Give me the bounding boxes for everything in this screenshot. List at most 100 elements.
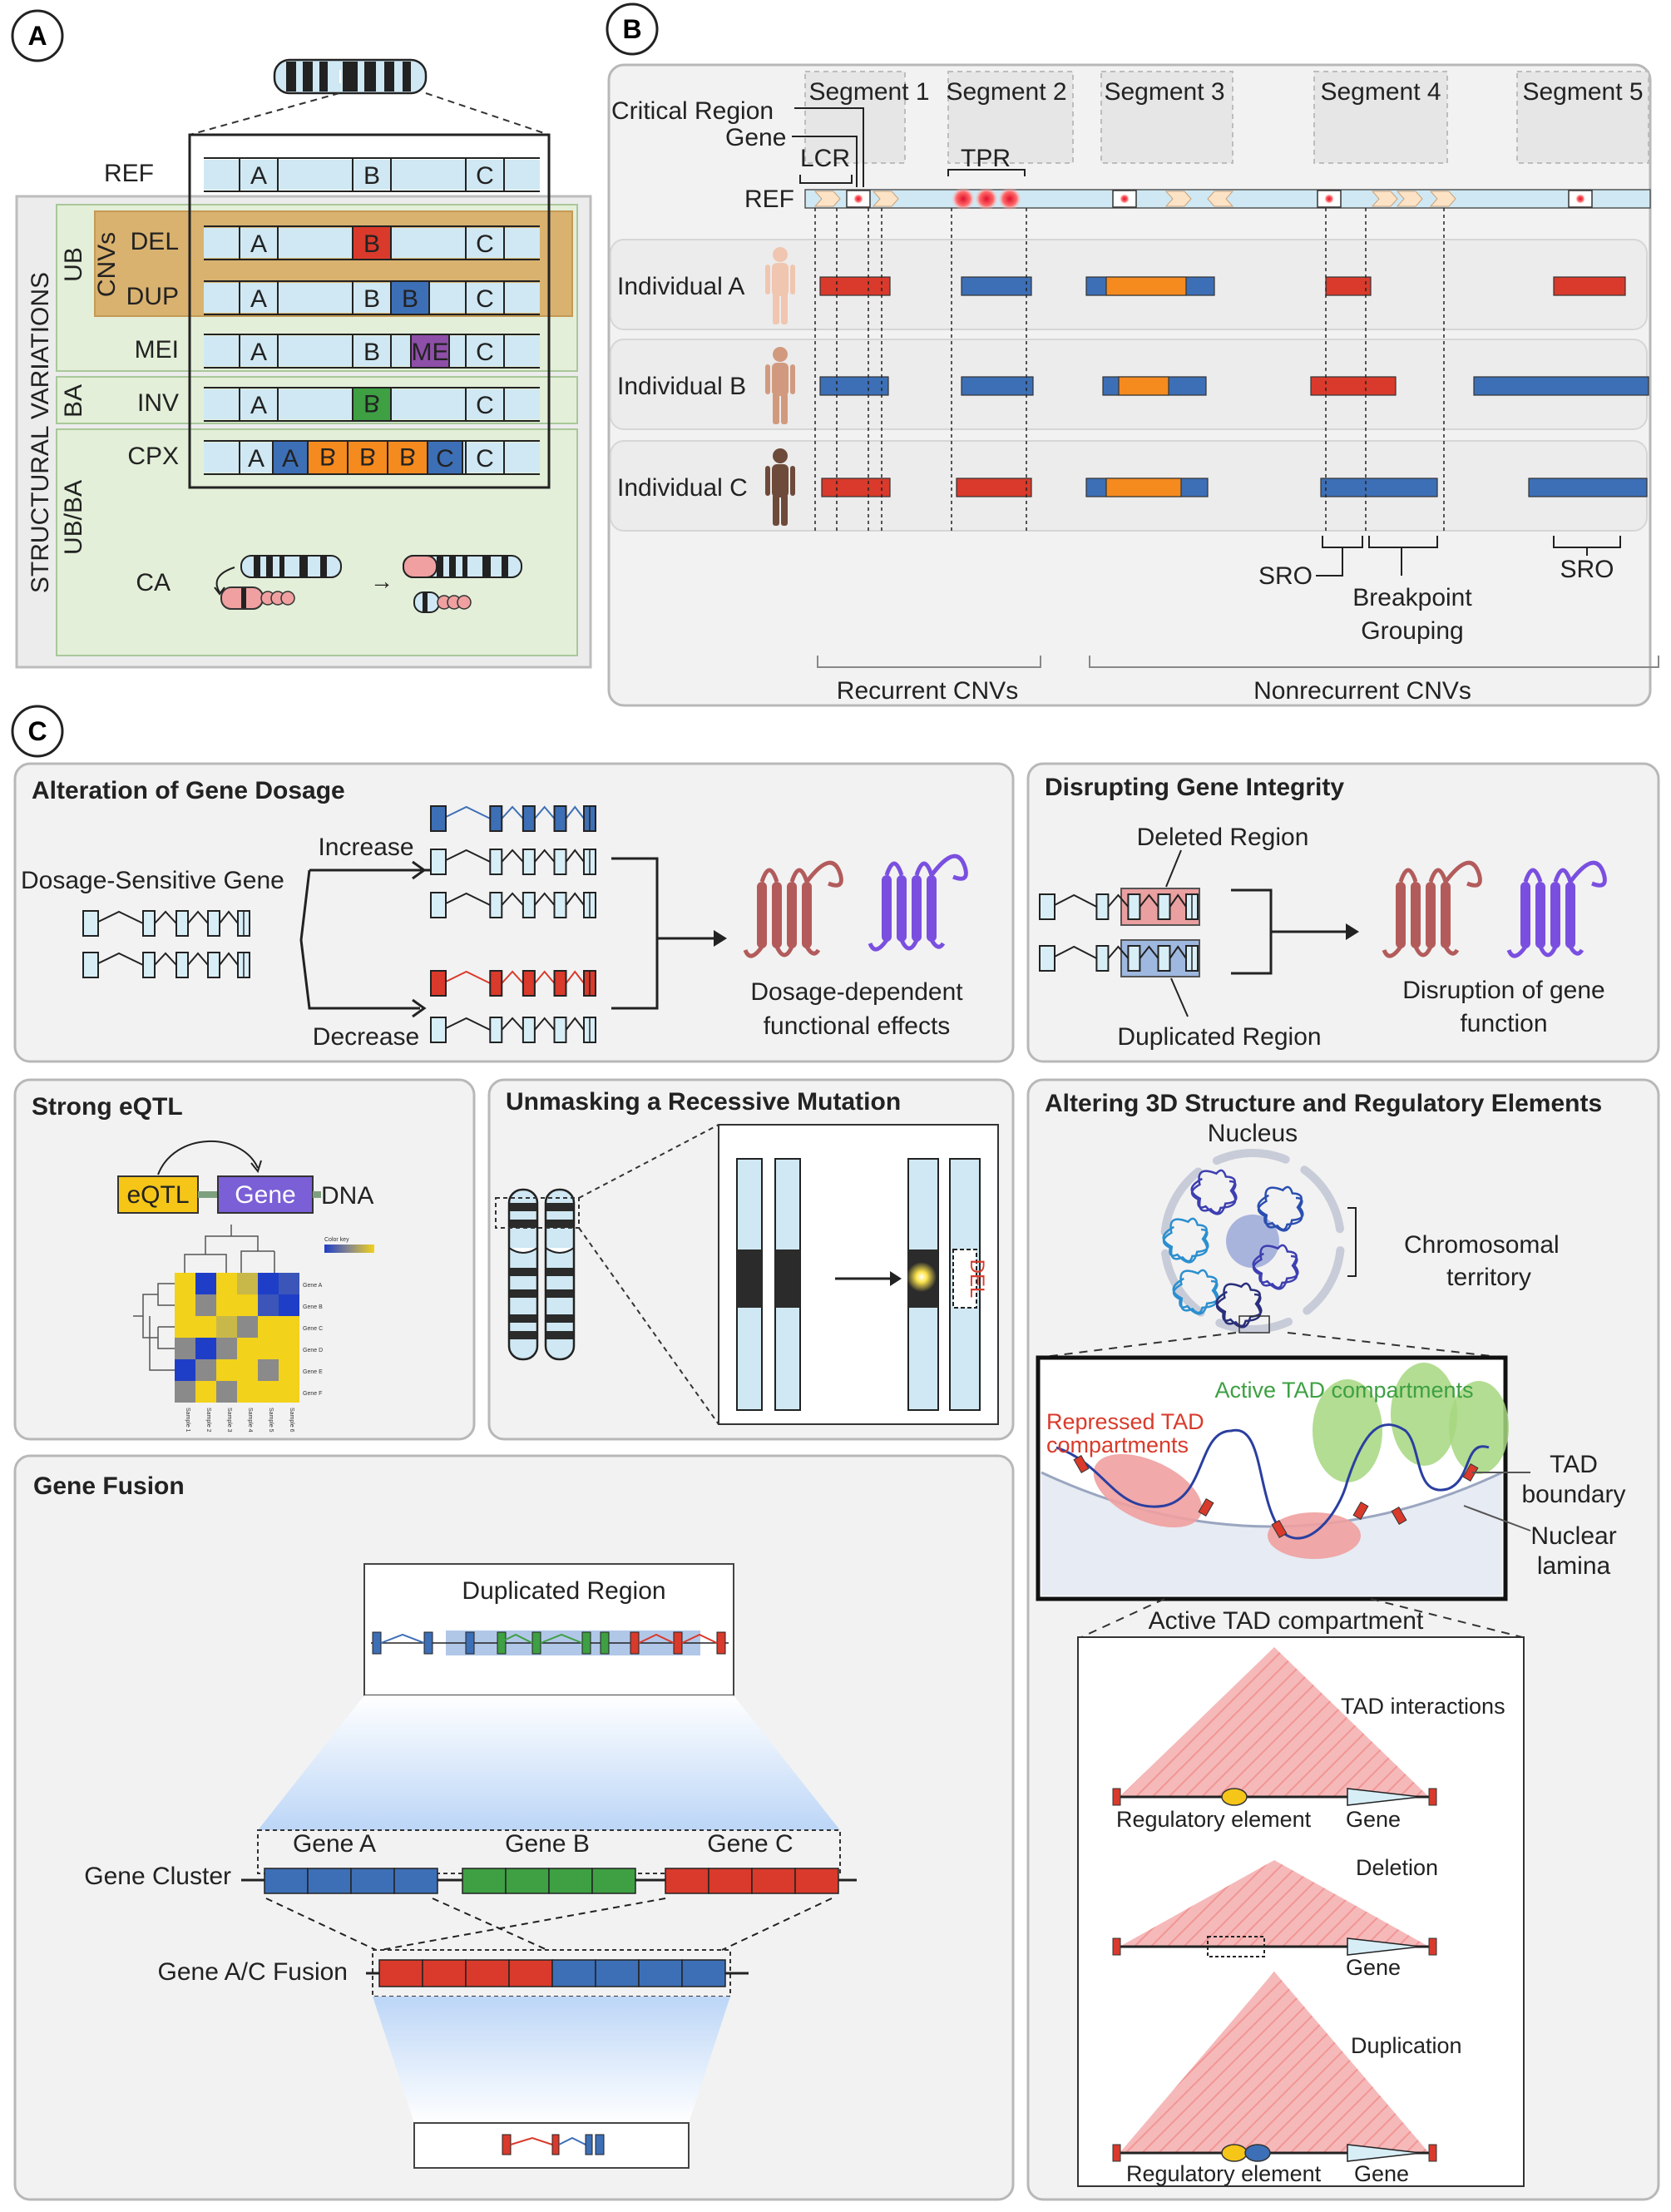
ref-block-b-label: B bbox=[363, 162, 380, 190]
dosage-panel bbox=[13, 762, 1015, 1063]
heatmap-cell bbox=[237, 1359, 258, 1381]
heatmap-cell bbox=[216, 1273, 237, 1294]
dup-block-b2 bbox=[390, 280, 430, 315]
lcr-arrow-4 bbox=[1371, 191, 1398, 207]
heatmap-cell bbox=[175, 1316, 195, 1338]
fusion-top-exon-2 bbox=[465, 1631, 475, 1655]
tad-boundary-marker-1 bbox=[1198, 1498, 1214, 1517]
fusion-label: Gene A/C Fusion bbox=[158, 1958, 348, 1986]
fusion-top-exon-1 bbox=[423, 1631, 433, 1655]
dup-block-b-label: B bbox=[363, 285, 380, 313]
boundary-label-1: TAD bbox=[1550, 1451, 1598, 1478]
heatmap-col-label: Sample 5 bbox=[268, 1408, 274, 1433]
breakpoint-label-2: Grouping bbox=[1361, 617, 1463, 645]
eqtl-title: Strong eQTL bbox=[32, 1093, 183, 1121]
tad-boundary-marker-2 bbox=[1271, 1520, 1288, 1538]
heatmap-col-label: Sample 1 bbox=[185, 1408, 190, 1433]
cnv-complex-part-7 bbox=[1118, 376, 1169, 396]
breakpoint-lines bbox=[814, 208, 1445, 532]
tad-boundary-marker-3 bbox=[1352, 1502, 1369, 1520]
heatmap-cell bbox=[237, 1316, 258, 1338]
cluster-gene-1-exon-0 bbox=[462, 1868, 507, 1894]
nuclear-envelope-segment bbox=[1212, 1149, 1290, 1165]
cluster-gene-1-exon-3 bbox=[591, 1868, 636, 1894]
integrity-protein-purple-icon bbox=[1506, 860, 1607, 958]
dup-block-a bbox=[239, 280, 279, 315]
chromatid-after: DEL bbox=[907, 1158, 988, 1411]
cnv-segment-8 bbox=[1310, 376, 1397, 396]
fusion-top-intron-1 bbox=[498, 1633, 533, 1644]
cnv-segment-5 bbox=[819, 376, 889, 396]
hic-wildtype-texture bbox=[1120, 1647, 1429, 1797]
cnv-segment-13 bbox=[1320, 478, 1438, 497]
repressed-label-1: Repressed TAD bbox=[1046, 1409, 1204, 1434]
chromatid-before bbox=[736, 1158, 801, 1411]
fusion-result-intron-0 bbox=[510, 2136, 553, 2145]
nuclear-envelope-segment bbox=[1215, 1317, 1293, 1334]
fusion-exon-4 bbox=[551, 1959, 596, 1987]
heatmap-cell bbox=[258, 1316, 279, 1338]
mei-block-me-label: ME bbox=[412, 339, 449, 366]
cnv-complex-part-2 bbox=[1105, 276, 1187, 296]
dna-label: DNA bbox=[321, 1182, 373, 1210]
del-block-b-label: B bbox=[363, 230, 380, 258]
heatmap-col-label: Sample 4 bbox=[247, 1408, 253, 1433]
inv-block-b-label: B bbox=[363, 389, 380, 417]
dosage-effect-line2: functional effects bbox=[764, 1012, 951, 1040]
repressed-tad-blob-1 bbox=[1268, 1512, 1361, 1559]
active-single-label: Active TAD compartment bbox=[1149, 1607, 1424, 1635]
sro-label-1: SRO bbox=[1258, 562, 1313, 590]
fusion-top-exon-5 bbox=[581, 1631, 591, 1655]
heatmap-cell bbox=[216, 1338, 237, 1359]
heatmap-row-label: Gene C bbox=[303, 1326, 323, 1332]
mei-block-c-label: C bbox=[476, 339, 494, 366]
ref-gene-dot-2 bbox=[1324, 194, 1334, 204]
fusion-gene-blocks bbox=[366, 1959, 749, 1987]
chromatin-territory-1 bbox=[1162, 1217, 1209, 1264]
cluster-gene-1-exon-1 bbox=[505, 1868, 550, 1894]
cpx-block-b0 bbox=[307, 440, 349, 475]
row-del-label: DEL bbox=[131, 228, 179, 255]
heatmap-cell bbox=[237, 1294, 258, 1316]
ref-gene-dot-3 bbox=[1575, 194, 1585, 204]
fusion-result-exon-2 bbox=[585, 2134, 593, 2155]
row-ca-label: CA bbox=[136, 569, 171, 596]
cluster-gene-0-exon-3 bbox=[393, 1868, 438, 1894]
tad-boundary-marker-5 bbox=[1462, 1463, 1479, 1482]
panel-b-badge bbox=[606, 2, 659, 56]
deletion-label: Deletion bbox=[1356, 1855, 1438, 1880]
sv-bar bbox=[204, 160, 540, 190]
mutation-glow-icon bbox=[907, 1262, 937, 1292]
heatmap-cell bbox=[237, 1338, 258, 1359]
regulatory-element-dup bbox=[1244, 2144, 1271, 2162]
protein-purple-icon bbox=[868, 854, 968, 952]
color-key-bar bbox=[324, 1245, 374, 1253]
panel-b-letter: B bbox=[622, 14, 641, 44]
fusion-top-exon-3 bbox=[497, 1631, 507, 1655]
chromatin-territory-3 bbox=[1257, 1185, 1304, 1232]
segment-label-5: Segment 5 bbox=[1522, 78, 1643, 106]
inv-block-a-label: A bbox=[250, 392, 267, 419]
fusion-exon-0 bbox=[378, 1959, 423, 1987]
increase-gene-1 bbox=[430, 805, 596, 832]
tad-compartments-scene bbox=[1041, 1363, 1509, 1596]
eqtl-panel bbox=[13, 1078, 476, 1441]
heatmap-cell bbox=[258, 1273, 279, 1294]
cnv-segment-6 bbox=[961, 376, 1034, 396]
fusion-top-exon-7 bbox=[630, 1631, 640, 1655]
gene-cluster-label: Gene Cluster bbox=[84, 1863, 231, 1890]
segment-box-5 bbox=[1516, 71, 1649, 164]
heatmap-cell bbox=[258, 1381, 279, 1403]
fusion-top-exon-0 bbox=[372, 1631, 382, 1655]
eqtl-box-label: eQTL bbox=[126, 1181, 189, 1209]
panel-c-badge bbox=[11, 705, 64, 758]
integrity-panel bbox=[1026, 762, 1660, 1063]
ba-label: BA bbox=[60, 384, 87, 418]
heatmap-cell bbox=[175, 1294, 195, 1316]
recurrent-cnvs-label: Recurrent CNVs bbox=[837, 677, 1018, 705]
inv-block-c bbox=[465, 387, 505, 422]
fusion-top-intron-0 bbox=[380, 1633, 425, 1644]
active-tad-blob-1 bbox=[1391, 1363, 1457, 1466]
